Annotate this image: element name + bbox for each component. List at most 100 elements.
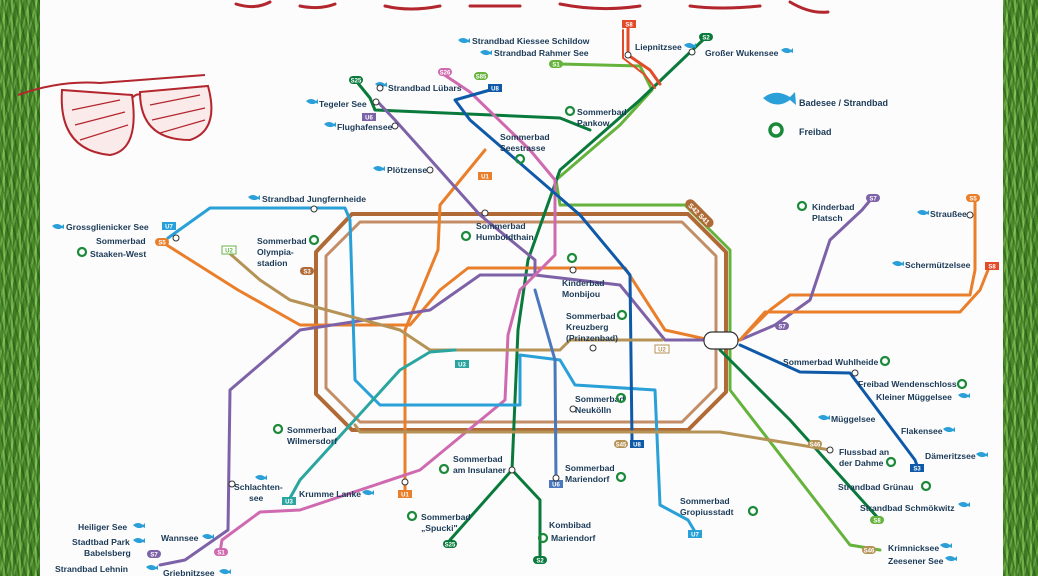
pool-icon xyxy=(796,200,808,212)
label-jungfernheide: Strandbad Jungfernheide xyxy=(262,194,366,204)
hub-ostkreuz xyxy=(703,331,739,350)
label-mariendorf-2: Mariendorf xyxy=(565,474,610,484)
label-gruenau: Strandbad Grünau xyxy=(838,482,913,492)
tag-u2-east: U2 xyxy=(658,348,666,354)
tag-bg xyxy=(866,194,880,202)
station xyxy=(966,211,974,219)
tag-bg xyxy=(282,497,296,505)
pool-icon xyxy=(885,456,897,468)
station xyxy=(376,84,384,92)
tag-bg xyxy=(808,440,822,448)
line-ring-inner xyxy=(324,220,718,424)
label-platsch-2: Platsch xyxy=(812,213,843,223)
tag-s8-east: S8 xyxy=(988,265,996,271)
line-u-teal xyxy=(288,348,457,500)
label-pankow-2: Pankow xyxy=(577,118,610,128)
tag-s25-north: S25 xyxy=(351,79,362,85)
sunglasses-icon xyxy=(17,74,213,157)
pool-icon xyxy=(460,230,472,242)
line-u-blue xyxy=(166,206,696,532)
lake-icon xyxy=(133,523,145,529)
legend-pool-label: Freibad xyxy=(799,127,832,137)
tag-s85: S85 xyxy=(476,75,487,81)
lake-icon xyxy=(958,502,970,508)
label-staaken-2: Staaken-West xyxy=(90,249,146,259)
label-gropiusstadt-2: Gropiusstadt xyxy=(680,507,734,517)
label-schlachtensee-2: see xyxy=(249,493,264,503)
label-monbijou-1: Kinderbad xyxy=(562,278,605,288)
label-krumme-lanke: Krumme Lanke xyxy=(299,489,361,499)
line-s-purple xyxy=(158,98,537,567)
lake-icon xyxy=(818,415,830,421)
tag-u3-south: U3 xyxy=(285,500,293,506)
label-dahme-2: der Dahme xyxy=(839,458,884,468)
station xyxy=(826,446,834,454)
lake-icon xyxy=(917,210,929,216)
station xyxy=(481,209,489,217)
lake-icon xyxy=(763,92,796,105)
tag-bg xyxy=(300,267,314,275)
pool-icon xyxy=(564,105,576,117)
line-s-green xyxy=(554,62,882,552)
line-s-purple-east xyxy=(533,196,874,342)
pool-icon xyxy=(747,505,759,517)
tag-bg xyxy=(455,360,469,368)
label-lehnin: Strandbad Lehnin xyxy=(55,564,128,574)
label-dahme-1: Flussbad an xyxy=(839,447,889,457)
label-monbijou-2: Monbijou xyxy=(562,289,600,299)
label-schlachtensee-1: Schlachten- xyxy=(234,482,283,492)
label-wuhlheide: Sommerbad Wuhlheide xyxy=(783,357,879,367)
label-kreuzberg-2: Kreuzberg xyxy=(566,322,609,332)
label-olympia-1: Sommerbad xyxy=(257,236,307,246)
station xyxy=(401,478,409,486)
label-wilmersdorf-2: Wilmersdorf xyxy=(287,436,337,446)
line-s-schmoeckwitz xyxy=(718,348,880,520)
tag-u6-south: U6 xyxy=(552,483,560,489)
label-luebars: Strandbad Lübars xyxy=(388,83,462,93)
tag-bg xyxy=(438,68,452,76)
label-grossglienicker: Grossglienicker See xyxy=(66,222,149,232)
line-s-orange-east xyxy=(738,263,992,342)
label-strausee: Straußee xyxy=(930,209,967,219)
station xyxy=(391,122,399,130)
title-handwriting-fragment xyxy=(234,0,830,14)
label-humboldthain-2: Humboldthain xyxy=(476,232,534,242)
tag-s46-south: S46 xyxy=(864,549,875,555)
tag-bg xyxy=(910,464,924,472)
lake-icon xyxy=(684,43,696,49)
line-u-navy xyxy=(453,88,634,442)
tag-bg xyxy=(478,172,492,180)
tag-s7-south: S7 xyxy=(150,553,158,559)
station xyxy=(552,474,560,482)
label-gropiusstadt-1: Sommerbad xyxy=(680,496,730,506)
tag-u7-west: U7 xyxy=(165,225,173,231)
lake-icon xyxy=(324,122,336,128)
lake-icon xyxy=(892,261,904,267)
tag-s8: S8 xyxy=(625,23,633,29)
line-s-pink xyxy=(218,70,557,554)
pool-icon xyxy=(406,510,418,522)
tag-u7-south: U7 xyxy=(691,533,699,539)
tag-bg xyxy=(398,490,412,498)
tag-bg xyxy=(654,344,670,354)
line-s-darkgreen-branch xyxy=(510,468,542,562)
pool-icon xyxy=(514,153,526,165)
tag-s1-south: S1 xyxy=(217,551,225,557)
label-griebnitzsee: Griebnitzsee xyxy=(163,568,215,576)
tag-bg xyxy=(488,84,502,92)
label-zeesener: Zeesener See xyxy=(888,556,944,566)
tag-s3-ring: S3 xyxy=(303,270,311,276)
tag-bg xyxy=(688,530,702,538)
label-olympia-2: Olympia- xyxy=(257,247,294,257)
lake-icon xyxy=(202,534,214,540)
lake-icon xyxy=(306,99,318,105)
station xyxy=(508,466,516,474)
label-neukoelln-1: Sommerbad xyxy=(575,394,625,404)
label-rahmer: Strandbad Rahmer See xyxy=(494,48,589,58)
tag-bg xyxy=(549,480,563,488)
lake-icon xyxy=(146,565,158,571)
label-mariendorf-1: Sommerbad xyxy=(565,463,615,473)
station xyxy=(228,480,236,488)
line-u-orange xyxy=(403,148,487,492)
pool-icon xyxy=(566,252,578,264)
